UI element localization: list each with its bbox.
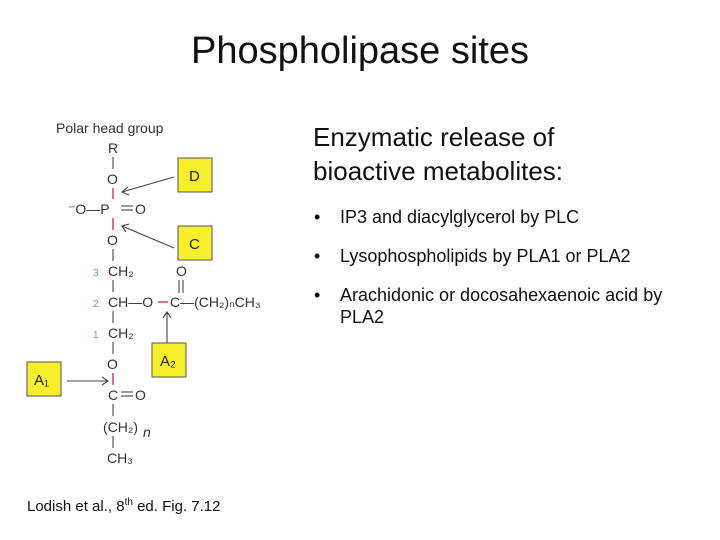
ch2-group: CH₂ bbox=[108, 263, 134, 279]
oxygen-atom: O bbox=[135, 387, 146, 403]
citation-text: Lodish et al., 8 bbox=[27, 498, 125, 515]
carbon-number-2: 2 bbox=[93, 299, 99, 310]
slide-title: Phospholipase sites bbox=[191, 30, 529, 72]
phospholipid-diagram: Polar head group R O ⁻O—P O O 3 CH₂ 2 CH… bbox=[0, 0, 300, 500]
bullet-icon: • bbox=[314, 285, 321, 305]
phospholipid-structure: Polar head group R O ⁻O—P O O 3 CH₂ 2 CH… bbox=[26, 120, 261, 466]
bullet-text: Arachidonic or docosahexaenoic acid by P… bbox=[340, 285, 663, 327]
citation: Lodish et al., 8th ed. Fig. 7.12 bbox=[27, 497, 220, 515]
heading-line-1: Enzymatic release of bbox=[313, 122, 555, 152]
site-c-label: C bbox=[189, 236, 200, 253]
content-heading: Enzymatic release of bioactive metabolit… bbox=[313, 120, 708, 188]
site-a1-box: A₁ bbox=[26, 361, 62, 397]
ch-group: CH—O bbox=[108, 294, 153, 310]
chain-subscript: n bbox=[143, 424, 151, 440]
ch2-group: CH₂ bbox=[108, 325, 134, 341]
acyl-chain-sn2: C—(CH₂)ₙCH₃ bbox=[170, 294, 261, 310]
bullet-item: • Arachidonic or docosahexaenoic acid by… bbox=[313, 284, 708, 328]
carbon-number-1: 1 bbox=[93, 330, 99, 341]
oxygen-atom: O bbox=[176, 263, 187, 279]
site-a2-label: A₂ bbox=[160, 353, 176, 370]
content-panel: Enzymatic release of bioactive metabolit… bbox=[313, 120, 708, 345]
carbonyl-carbon: C bbox=[108, 387, 118, 403]
citation-superscript: th bbox=[124, 497, 133, 508]
oxygen-atom: O bbox=[107, 232, 118, 248]
methyl-group: CH₃ bbox=[107, 450, 133, 466]
site-a1-label: A₁ bbox=[34, 372, 49, 389]
bullet-icon: • bbox=[314, 207, 321, 227]
bullet-icon: • bbox=[314, 246, 321, 266]
site-a2-box: A₂ bbox=[151, 342, 187, 378]
heading-line-2: bioactive metabolites: bbox=[313, 156, 564, 186]
bullet-item: • IP3 and diacylglycerol by PLC bbox=[313, 206, 708, 228]
oxygen-atom: O bbox=[107, 356, 118, 372]
bullet-item: • Lysophospholipids by PLA1 or PLA2 bbox=[313, 245, 708, 267]
bullet-text: Lysophospholipids by PLA1 or PLA2 bbox=[340, 246, 631, 266]
site-c-box: C bbox=[177, 225, 213, 261]
arrows bbox=[67, 176, 175, 386]
site-d-label: D bbox=[189, 168, 200, 185]
oxygen-atom: O bbox=[135, 201, 146, 217]
head-group-label: Polar head group bbox=[56, 120, 164, 136]
carbon-number-3: 3 bbox=[93, 268, 99, 279]
acyl-chain-sn1: (CH₂) bbox=[103, 419, 138, 435]
site-d-box: D bbox=[177, 157, 213, 193]
r-group: R bbox=[108, 140, 118, 156]
citation-text-end: ed. Fig. 7.12 bbox=[132, 498, 221, 515]
phosphate: ⁻O—P bbox=[68, 201, 110, 217]
bullet-text: IP3 and diacylglycerol by PLC bbox=[340, 207, 580, 227]
oxygen-atom: O bbox=[107, 171, 118, 187]
